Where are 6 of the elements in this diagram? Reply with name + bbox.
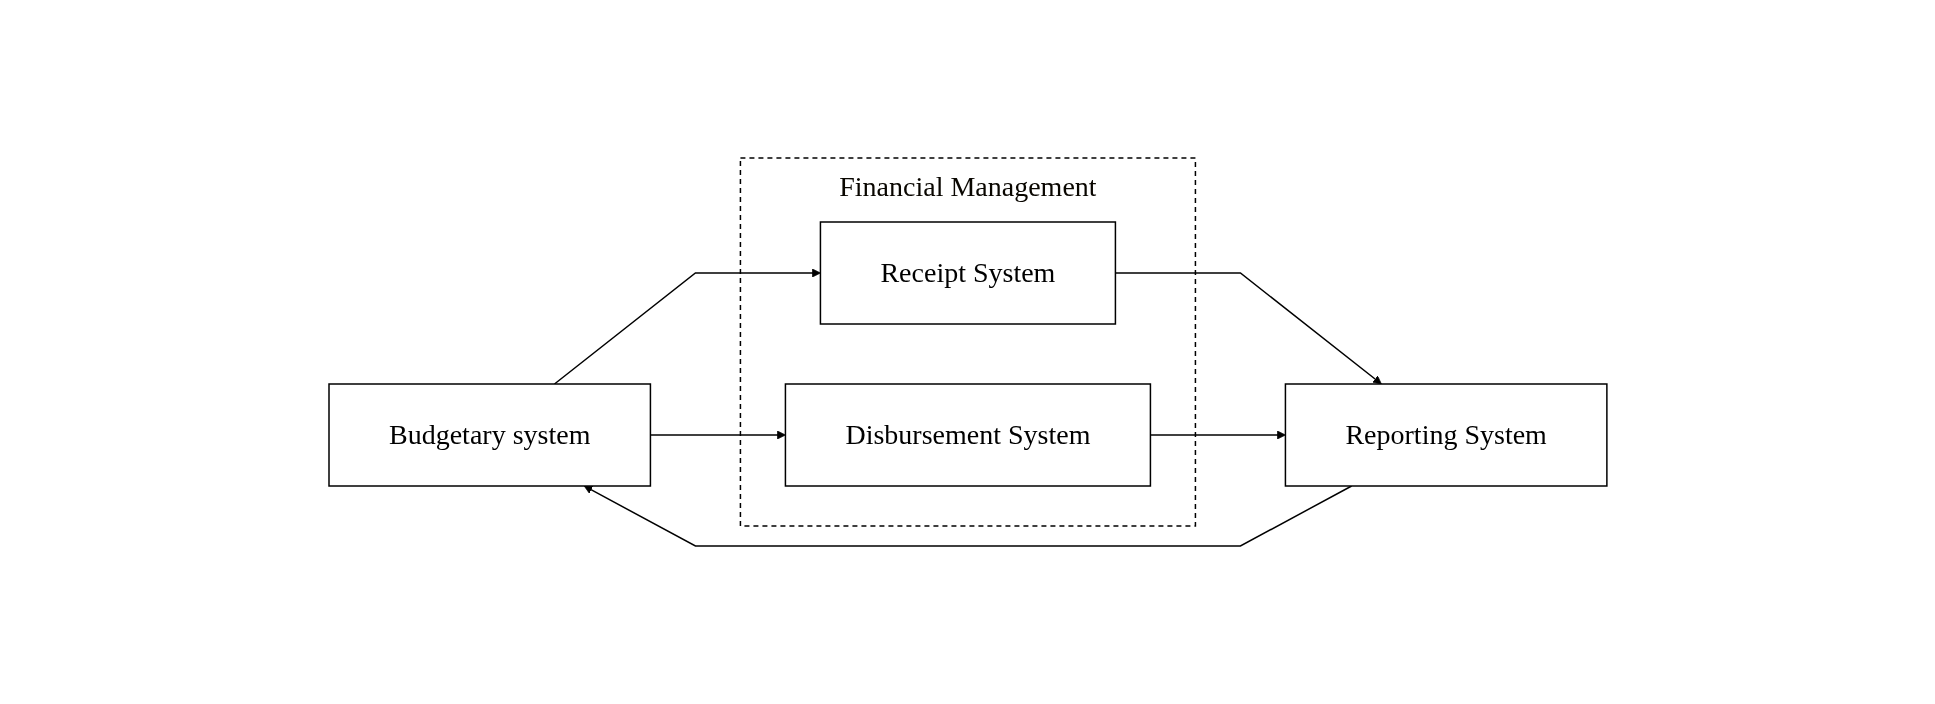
node-box: Disbursement System [784,383,1151,487]
node-box: Budgetary system [327,383,651,487]
node-box: Reporting System [1284,383,1608,487]
arrow [583,485,1352,547]
arrow [1114,272,1382,385]
node-box: Receipt System [819,221,1116,325]
